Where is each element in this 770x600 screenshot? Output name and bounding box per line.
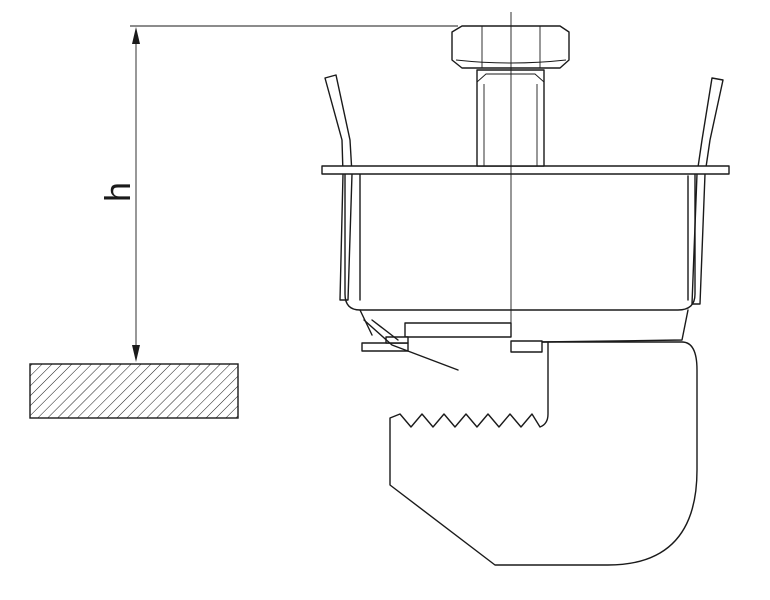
right-jaw-pad: [510, 340, 543, 353]
dimension-label: h: [97, 182, 138, 202]
left-spring-clip: [324, 74, 353, 301]
swing-lever-upper: [371, 319, 399, 341]
left-jaw-pad: [361, 342, 409, 352]
cup-body: [344, 173, 696, 311]
bolt-shank: [476, 69, 545, 167]
pressure-pad: [404, 322, 512, 338]
dimension-arrow-bottom: [132, 345, 140, 362]
dimension-arrow-top: [132, 27, 140, 44]
right-spring-clip: [691, 77, 724, 305]
height-dimension: h: [97, 25, 458, 362]
flange-plate: [321, 165, 730, 175]
bolt-chamfer: [476, 73, 545, 83]
clamp-frame: [389, 341, 698, 566]
workpiece-block: [29, 363, 239, 419]
swing-lever: [363, 319, 459, 371]
